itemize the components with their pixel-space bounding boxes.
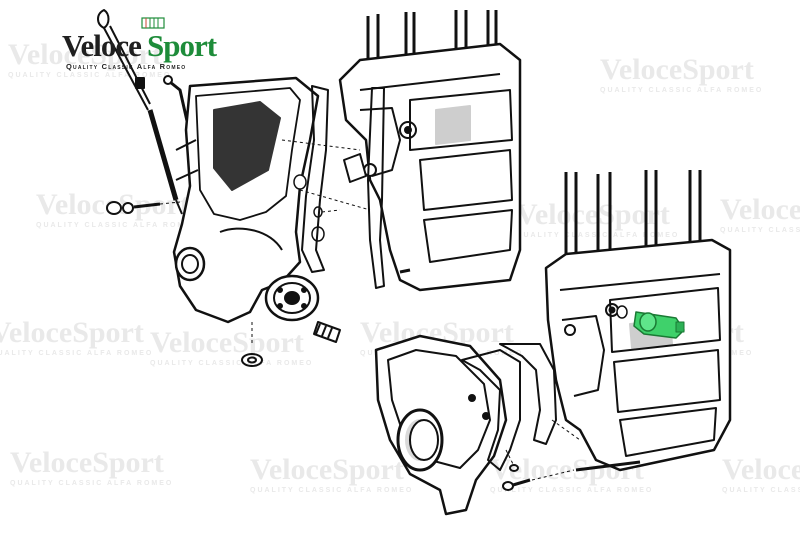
block-gasket-icon [499, 343, 557, 445]
timing-cover-assembly [97, 9, 371, 367]
head-studs-icon [366, 10, 498, 64]
sender-unit-icon [633, 311, 685, 339]
engine-block-lower [544, 170, 732, 472]
logo-veloce-text: Veloce [62, 28, 142, 63]
crank-seal-icon [396, 408, 444, 472]
timing-cover-icon [172, 76, 320, 324]
front-plate-gasket-lower-icon [461, 349, 521, 471]
logo-sport-text: Sport [147, 28, 217, 63]
veloce-sport-logo: Veloce Sport Quality Classic Alfa Romeo [60, 17, 240, 72]
stud-nut-icon [106, 201, 181, 215]
pulley-bolt-icon [313, 321, 341, 343]
pulley-icon [264, 274, 320, 322]
front-plate-icon [374, 334, 508, 516]
front-plate-gasket-icon [367, 87, 385, 289]
block-studs-icon [564, 170, 702, 260]
plate-bolt-icon [502, 449, 575, 491]
front-plate-assembly [374, 334, 575, 516]
drain-washer-icon [241, 353, 263, 367]
timing-cover-gasket-icon [301, 85, 329, 273]
serpent-emblem-icon [141, 17, 165, 29]
dipstick-icon [97, 9, 183, 215]
engine-block-upper [338, 10, 522, 292]
sender-washer-icon [616, 305, 628, 319]
logo-tagline: Quality Classic Alfa Romeo [66, 62, 187, 71]
